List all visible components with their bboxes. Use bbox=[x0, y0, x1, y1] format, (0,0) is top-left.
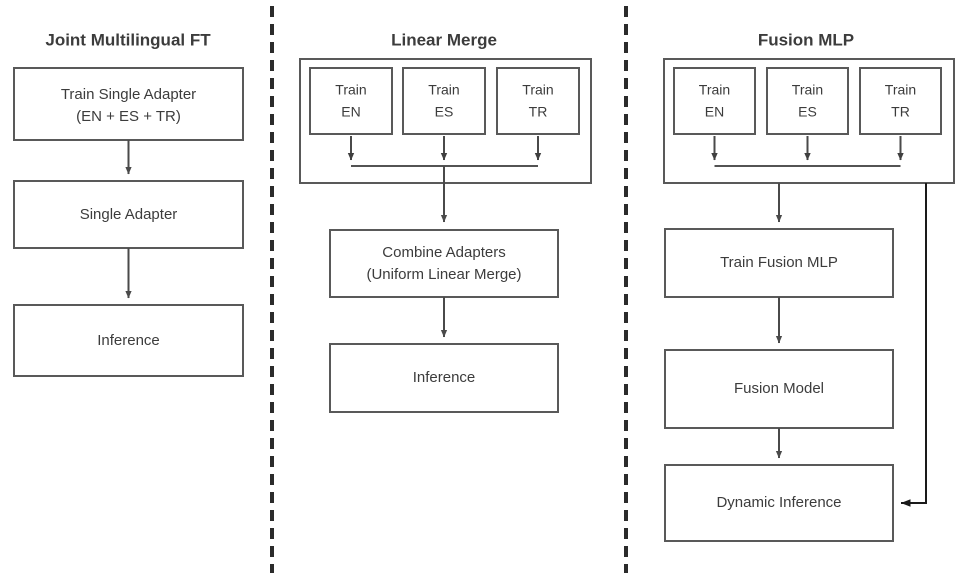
node-fusion-model: Fusion Model bbox=[664, 349, 894, 429]
node-train-tr: Train TR bbox=[496, 67, 580, 135]
node-train-tr: Train TR bbox=[859, 67, 942, 135]
panel-joint-multilingual-ft: Joint Multilingual FT Train Single Adapt… bbox=[13, 30, 244, 377]
box-combine-adapters-line2: (Uniform Linear Merge) bbox=[366, 266, 521, 283]
box-inference-label: Inference bbox=[413, 369, 476, 386]
node-train-en: Train EN bbox=[309, 67, 393, 135]
node-train-single-adapter: Train Single Adapter (EN + ES + TR) bbox=[13, 67, 244, 141]
box-train-es bbox=[766, 67, 849, 135]
box-combine-adapters-line1: Combine Adapters bbox=[382, 244, 505, 261]
edge-train-group-to-dynamic-inference-feedback bbox=[900, 183, 927, 507]
box-train-en bbox=[673, 67, 756, 135]
box-dynamic-inference bbox=[664, 464, 894, 542]
box-train-fusion-mlp bbox=[664, 228, 894, 298]
box-train-es bbox=[402, 67, 486, 135]
box-train-en bbox=[309, 67, 393, 135]
box-train-fusion-mlp-label: Train Fusion MLP bbox=[720, 254, 838, 271]
box-train-es-line2: ES bbox=[798, 104, 817, 120]
panel-title-fusion-mlp: Fusion MLP bbox=[758, 30, 854, 49]
box-train-tr bbox=[496, 67, 580, 135]
box-train-tr-line2: TR bbox=[529, 104, 548, 120]
box-inference bbox=[329, 343, 559, 413]
node-combine-adapters: Combine Adapters (Uniform Linear Merge) bbox=[329, 229, 559, 298]
box-train-tr-line2: TR bbox=[891, 104, 910, 120]
node-train-es: Train ES bbox=[402, 67, 486, 135]
group-train-adapters-fusion-mlp: Train EN Train ES Train TR bbox=[663, 58, 955, 184]
box-fusion-model-label: Fusion Model bbox=[734, 380, 824, 397]
box-train-single-adapter bbox=[13, 67, 244, 141]
box-fusion-model bbox=[664, 349, 894, 429]
box-train-en-line2: EN bbox=[341, 104, 360, 120]
node-inference: Inference bbox=[13, 304, 244, 377]
node-train-fusion-mlp: Train Fusion MLP bbox=[664, 228, 894, 298]
box-train-tr-line1: Train bbox=[885, 82, 916, 98]
box-train-single-adapter-line1: Train Single Adapter bbox=[61, 86, 196, 103]
box-single-adapter-label: Single Adapter bbox=[80, 206, 178, 223]
box-train-es-line1: Train bbox=[792, 82, 823, 98]
node-dynamic-inference: Dynamic Inference bbox=[664, 464, 894, 542]
panel-fusion-mlp: Fusion MLP Train EN Train ES Train TR bbox=[663, 30, 955, 542]
panel-title-linear-merge: Linear Merge bbox=[391, 30, 497, 49]
node-single-adapter: Single Adapter bbox=[13, 180, 244, 249]
group-train-adapters-linear-merge: Train EN Train ES Train TR bbox=[299, 58, 592, 184]
box-train-single-adapter-line2: (EN + ES + TR) bbox=[76, 108, 181, 125]
node-train-es: Train ES bbox=[766, 67, 849, 135]
panel-linear-merge: Linear Merge Train EN Train ES Train TR bbox=[299, 30, 592, 413]
box-train-en-line1: Train bbox=[699, 82, 730, 98]
box-train-en-line1: Train bbox=[335, 82, 366, 98]
box-train-en-line2: EN bbox=[705, 104, 724, 120]
box-single-adapter bbox=[13, 180, 244, 249]
box-train-tr bbox=[859, 67, 942, 135]
node-train-en: Train EN bbox=[673, 67, 756, 135]
box-dynamic-inference-label: Dynamic Inference bbox=[716, 494, 841, 511]
box-train-es-line2: ES bbox=[435, 104, 454, 120]
box-inference bbox=[13, 304, 244, 377]
box-inference-label: Inference bbox=[97, 332, 160, 349]
box-combine-adapters bbox=[329, 229, 559, 298]
box-train-es-line1: Train bbox=[428, 82, 459, 98]
panel-title-joint-multilingual-ft: Joint Multilingual FT bbox=[45, 30, 211, 49]
node-inference-linear-merge: Inference bbox=[329, 343, 559, 413]
box-train-tr-line1: Train bbox=[522, 82, 553, 98]
